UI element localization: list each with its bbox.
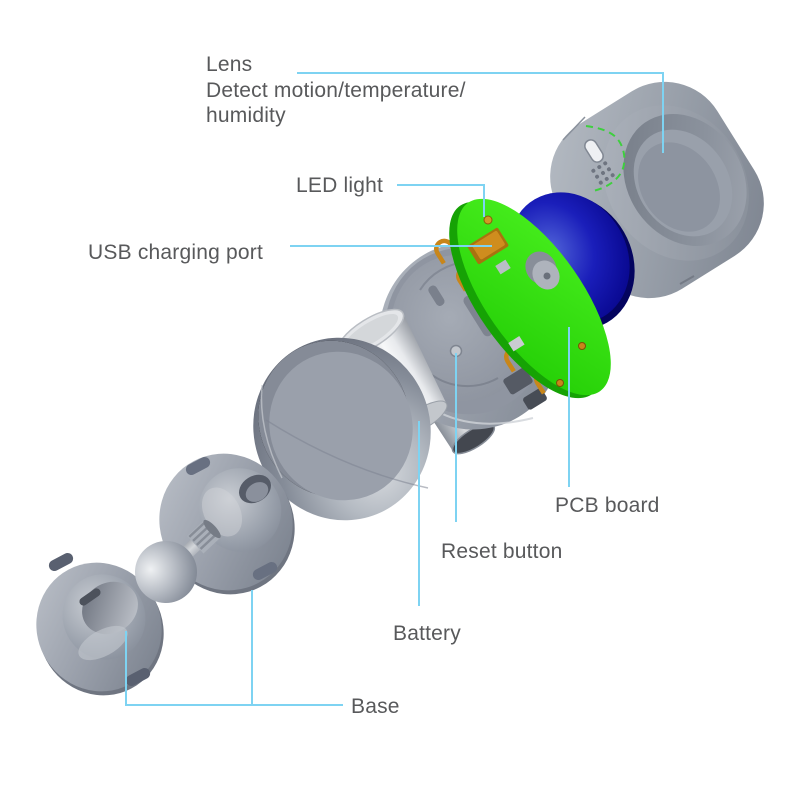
contact-block — [523, 388, 547, 410]
clip-slot — [79, 588, 101, 606]
lens-description-line1: Detect motion/temperature/ — [206, 79, 466, 102]
bracket-screw-slot — [252, 561, 278, 581]
reset-label: Reset button — [441, 540, 562, 563]
smd-component — [508, 336, 525, 352]
pcb-screw — [556, 379, 564, 387]
led-shape — [483, 215, 493, 225]
battery-label: Battery — [393, 622, 461, 645]
lens-callout-line — [297, 72, 664, 153]
cover-clip-notch — [679, 275, 695, 285]
bracket-screw-slot — [185, 456, 211, 476]
ball-sphere — [135, 541, 197, 603]
smd-component — [495, 259, 511, 275]
dome-seam — [265, 419, 429, 489]
base-screw-slot — [125, 667, 151, 687]
labels: Lens Detect motion/temperature/ humidity… — [88, 53, 660, 718]
base-callout-line — [125, 590, 343, 706]
usb-label: USB charging port — [88, 241, 263, 264]
base-screw-slot — [48, 552, 74, 572]
rear-dome-shell — [253, 337, 431, 521]
lens-label: Lens — [206, 53, 252, 76]
led-callout-line — [397, 184, 485, 217]
pcb-label: PCB board — [555, 494, 660, 517]
lens-description-line2: humidity — [206, 104, 286, 127]
base-plate — [36, 552, 164, 696]
mount-bracket — [159, 453, 295, 595]
contact-block — [503, 367, 533, 395]
base-label: Base — [351, 695, 400, 718]
pcb-screw — [578, 342, 586, 350]
gasket-seal-line — [585, 125, 626, 192]
housing-slot — [463, 295, 493, 337]
spline-teeth — [188, 520, 218, 550]
ball-joint — [135, 519, 221, 603]
callout-lines — [125, 72, 664, 706]
speaker-holes — [591, 161, 615, 185]
cover-usb-slot — [584, 139, 604, 163]
led-label: LED light — [296, 174, 383, 197]
